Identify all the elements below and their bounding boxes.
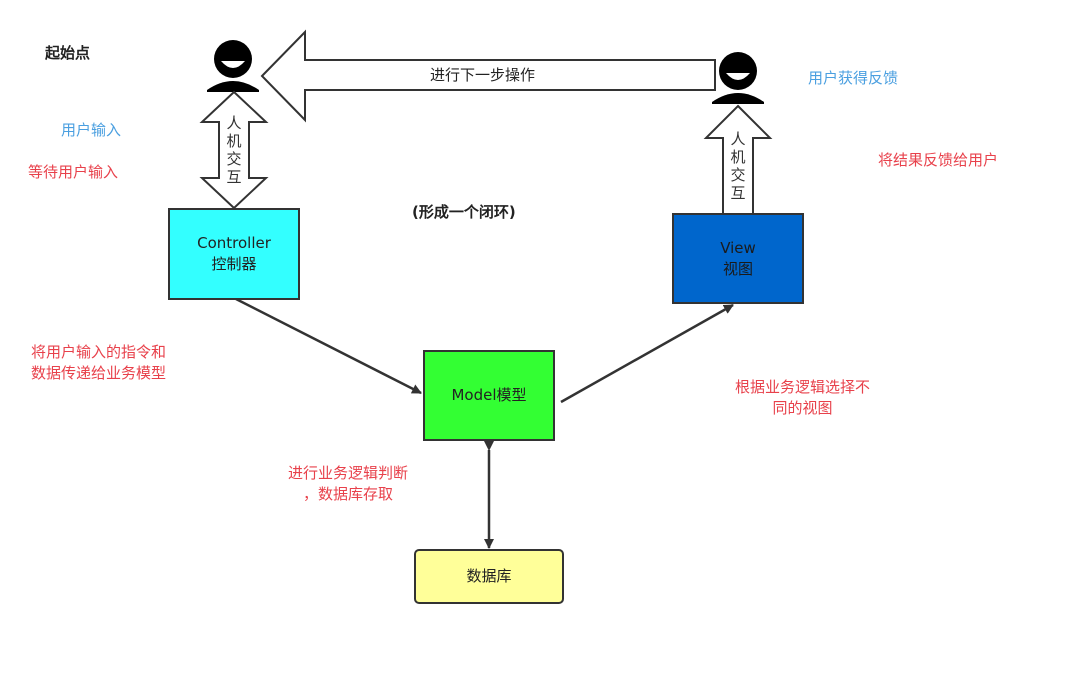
interaction-text-left: 人 机 交 互 [226,114,242,186]
user-input-label: 用户输入 [61,121,122,139]
interaction-text-right: 人 机 交 互 [730,130,746,202]
controller-title: Controller [197,234,271,252]
next-step-label: 进行下一步操作 [430,66,536,84]
next-step-arrow [260,29,716,123]
closed-loop-label: (形成一个闭环) [412,203,516,221]
view-node: View 视图 [672,213,804,304]
controller-subtitle: 控制器 [211,255,257,273]
view-title: View [720,238,756,257]
return-result-label: 将结果反馈给用户 [878,151,999,169]
database-node: 数据库 [414,549,564,604]
model-title: Model模型 [451,386,527,404]
database-title: 数据库 [466,567,512,585]
start-point-label: 起始点 [45,44,91,62]
user-icon [207,40,259,92]
wait-input-label: 等待用户输入 [28,163,119,181]
user-icon [712,52,764,104]
view-subtitle: 视图 [722,259,753,278]
model-node: Model模型 [423,350,555,441]
controller-node: Controller 控制器 [168,208,300,300]
controller-to-model-arrow [235,297,422,395]
model-database-note: 进行业务逻辑判断 ，数据库存取 [288,464,409,503]
model-to-view-note: 根据业务逻辑选择不 同的视图 [735,378,871,417]
controller-to-model-note: 将用户输入的指令和 数据传递给业务模型 [31,343,167,382]
model-to-view-arrow [560,303,734,404]
user-feedback-label: 用户获得反馈 [808,69,899,87]
